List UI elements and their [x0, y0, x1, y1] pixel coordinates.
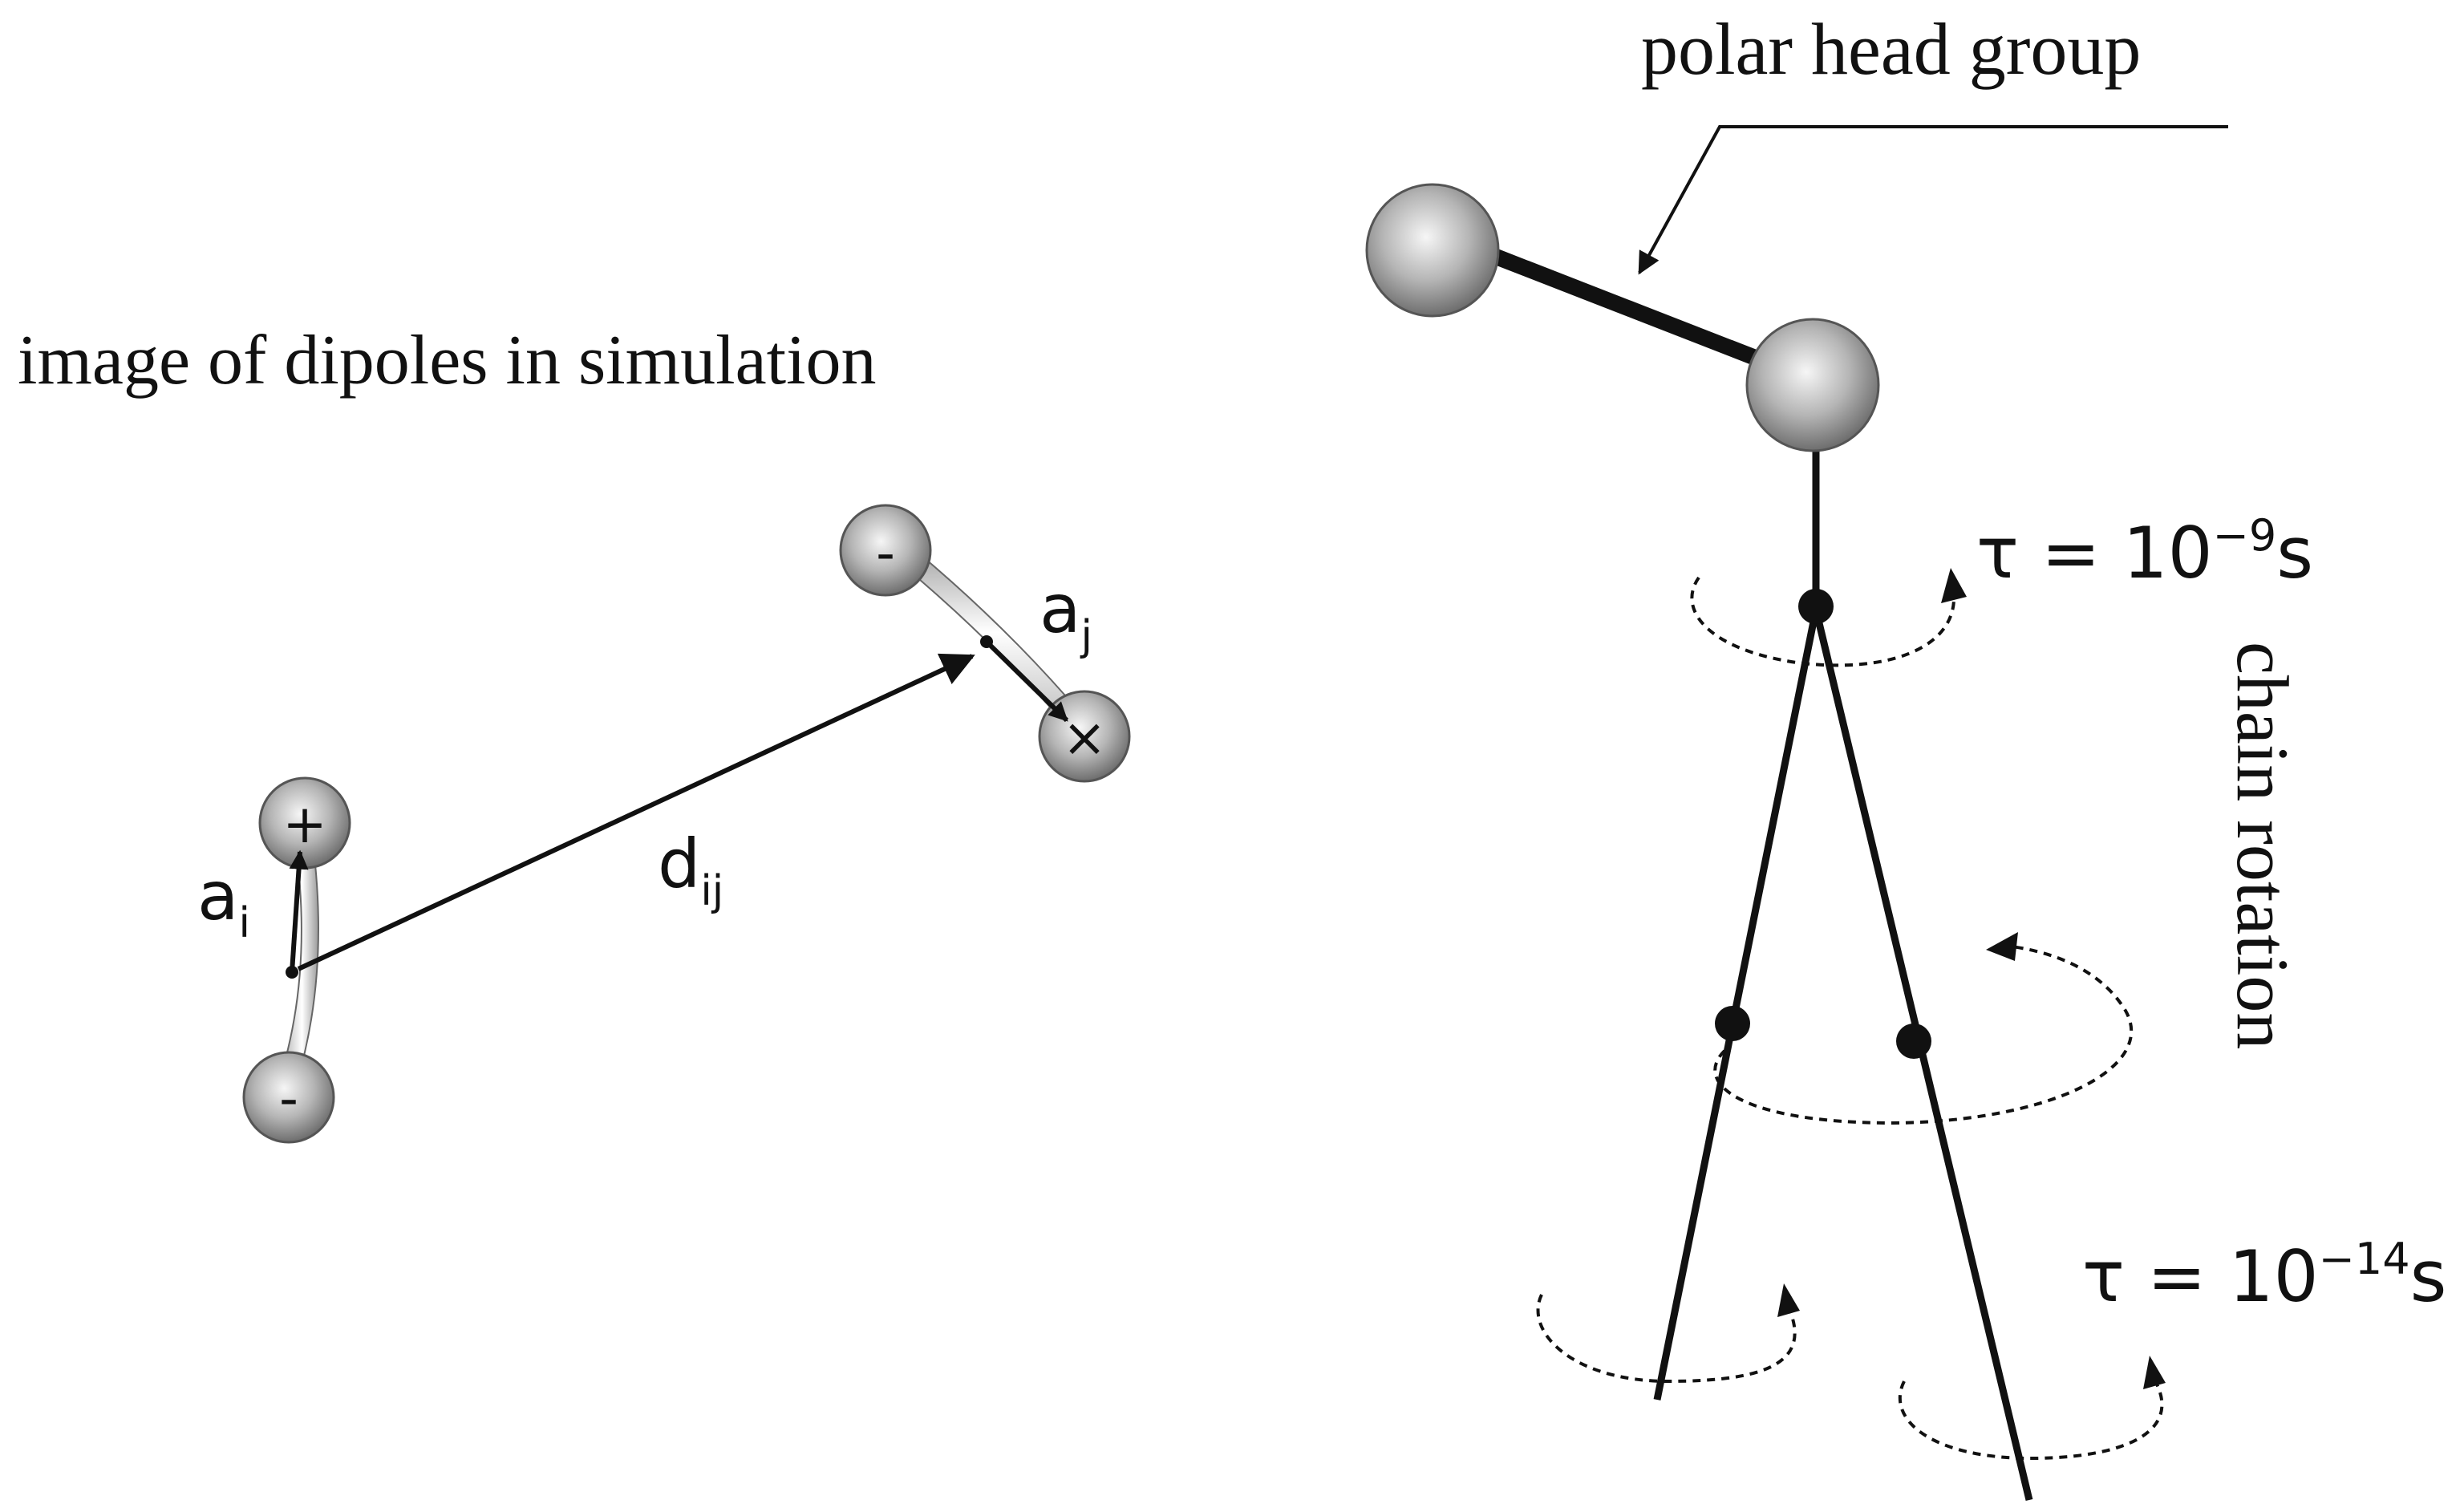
ai-label: ai — [197, 857, 250, 947]
dipole-j-center-dot — [980, 635, 993, 648]
rotation-arrowhead-top — [1941, 568, 1967, 603]
aj-vector-arrow — [984, 639, 1069, 723]
head-sphere-right — [1745, 318, 1880, 452]
tau-chain-label: τ = 10−14s — [2082, 1234, 2446, 1318]
polar-head-leader-arrow — [1638, 125, 2228, 275]
chain-joint-left — [1715, 1006, 1750, 1041]
head-sphere-left — [1365, 183, 1500, 318]
dij-distance-arrow — [297, 653, 975, 971]
polar-head-group-label: polar head group — [1641, 8, 2141, 90]
dipole-j-cross-sign: × — [1062, 707, 1106, 768]
dipole-i-negative-sphere — [242, 1051, 335, 1144]
rotation-arrowhead-middle — [1986, 932, 2018, 961]
chain-joint-top — [1798, 589, 1834, 624]
chain-joint-right — [1896, 1024, 1931, 1059]
rotation-arrowhead-lower-left — [1777, 1283, 1800, 1317]
dipole-i-positive-sign: + — [282, 793, 326, 855]
dij-label: dij — [658, 825, 723, 915]
rotation-path-top — [1690, 576, 1956, 667]
left-panel-title: image of dipoles in simulation — [18, 322, 877, 399]
dipole-i-center-dot — [286, 966, 298, 979]
left-chain-line — [1653, 609, 1820, 1401]
dipole-j-negative-sphere — [839, 504, 932, 597]
ai-vector-arrow — [289, 849, 309, 973]
chain-rotation-label: chain rotation — [2222, 642, 2304, 1049]
dipole-i-negative-sign: - — [279, 1068, 298, 1129]
dipole-j-negative-sign: - — [876, 522, 895, 584]
rotation-path-lower-right — [1898, 1379, 2164, 1461]
tau-head-label: τ = 10−9s — [1976, 510, 2313, 594]
rotation-path-lower-left — [1536, 1294, 1797, 1384]
rotation-arrowhead-lower-right — [2143, 1356, 2166, 1389]
aj-label: aj — [1040, 570, 1092, 660]
